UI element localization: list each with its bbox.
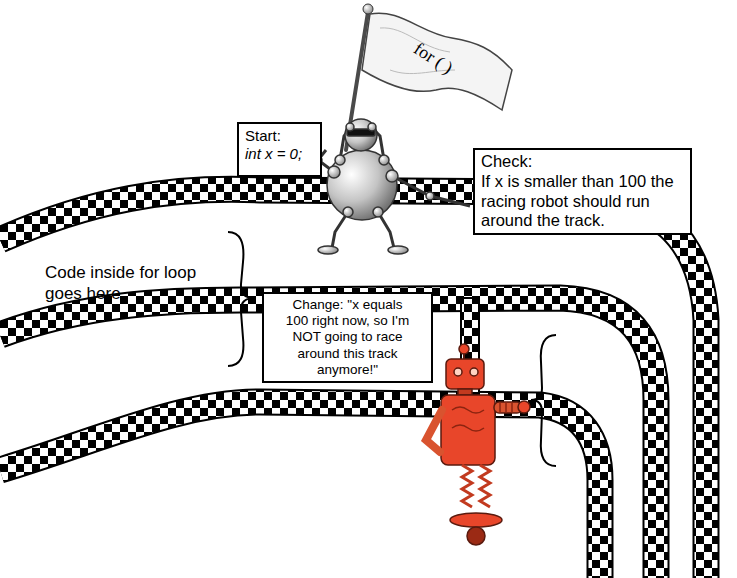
track-checker xyxy=(0,298,656,578)
robot-leg xyxy=(480,465,490,507)
robot-leg xyxy=(378,212,394,248)
robot-foot xyxy=(450,513,502,527)
robot-joint xyxy=(379,155,389,165)
robot-joint xyxy=(373,207,383,217)
robot-body xyxy=(441,395,495,465)
curly-bracket xyxy=(228,232,254,366)
robot-leg xyxy=(332,212,348,248)
speech-text: Change: "x equals 100 right now, so I'm … xyxy=(280,297,415,378)
curly-bracket xyxy=(531,335,556,466)
robot-panel xyxy=(452,407,484,431)
robot-hand xyxy=(346,123,354,131)
robot-joint xyxy=(335,155,345,165)
race-track xyxy=(0,189,706,578)
flag-banner: for ( ) xyxy=(360,8,515,116)
robot-head xyxy=(446,359,484,389)
box-heading: Check: xyxy=(481,152,684,172)
track-edge xyxy=(0,189,706,578)
box-heading: Start: xyxy=(245,127,314,145)
robot-eye xyxy=(470,368,478,376)
robot-arm-coil xyxy=(500,402,512,413)
robot-antenna-ball xyxy=(459,344,469,354)
robot-joint xyxy=(328,166,340,178)
robot-head xyxy=(345,119,377,151)
robot-neck xyxy=(458,389,472,395)
check-box: Check:If x is smaller than 100 the racin… xyxy=(473,148,692,235)
robot-wheel xyxy=(467,527,485,545)
robot-arm xyxy=(426,410,442,452)
robot-body xyxy=(327,150,397,220)
robot-joint xyxy=(386,170,398,182)
box-body: If x is smaller than 100 the racing robo… xyxy=(481,172,684,231)
robot-foot xyxy=(318,246,338,254)
robot-joint xyxy=(426,192,434,200)
track-checker xyxy=(0,189,706,578)
racing-robot xyxy=(426,344,530,545)
robot-eye xyxy=(454,368,462,376)
code-text: int x = 0; xyxy=(245,145,314,163)
robot-arm xyxy=(392,176,470,206)
robot-hand xyxy=(518,401,530,413)
flag-pole-knob xyxy=(363,4,373,14)
robot-joint xyxy=(343,207,353,217)
track-edge xyxy=(0,298,656,578)
start-box: Start:int x = 0; xyxy=(237,122,322,177)
track-checker xyxy=(0,402,600,578)
flag-cloth xyxy=(362,13,512,110)
robot-hand xyxy=(368,123,376,131)
track-edge xyxy=(0,402,600,578)
robot-foot xyxy=(388,246,408,254)
robot-leg xyxy=(462,465,472,507)
change-box: Change: "x equals 100 right now, so I'm … xyxy=(262,292,433,383)
loop-body-note: Code inside for loop goes here xyxy=(45,262,230,305)
starter-robot xyxy=(314,119,470,254)
